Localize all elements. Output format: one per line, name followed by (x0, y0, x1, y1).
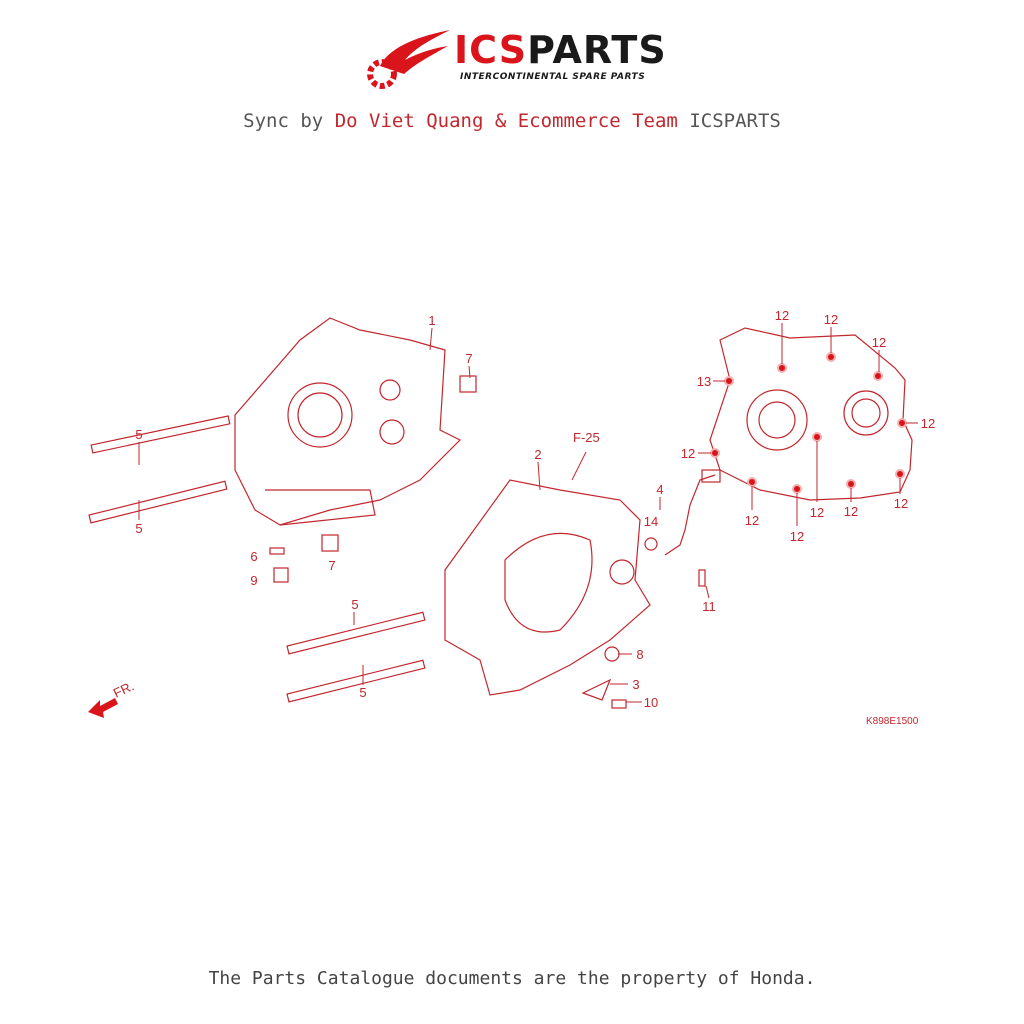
front-direction-arrow-icon (88, 698, 118, 718)
wing-gear-logo-icon (367, 30, 450, 89)
leader-lines (138, 327, 710, 703)
callout-2[interactable]: 2 (534, 447, 541, 462)
callout-3[interactable]: 3 (632, 677, 639, 692)
right-crankcase-part (444, 479, 651, 709)
brand-name: ICSPARTS (454, 30, 667, 70)
brand-tagline: INTERCONTINENTAL SPARE PARTS (460, 72, 646, 82)
left-crankcase-part (234, 317, 462, 526)
callout-9[interactable]: 9 (250, 573, 257, 588)
callout-12[interactable]: 12 (810, 505, 824, 520)
callout-5[interactable]: 5 (135, 521, 142, 536)
stud-bolts-part (88, 415, 426, 703)
sync-suffix: ICSPARTS (689, 110, 781, 132)
sensor-harness-part (269, 375, 721, 587)
callout-12[interactable]: 12 (681, 446, 695, 461)
callout-4[interactable]: 4 (656, 482, 663, 497)
callout-13[interactable]: 13 (697, 374, 711, 389)
callout-7[interactable]: 7 (328, 558, 335, 573)
callout-10[interactable]: 10 (644, 695, 658, 710)
callout-14[interactable]: 14 (644, 514, 658, 529)
direction-label: FR. (111, 678, 136, 700)
sync-credit: Sync by Do Viet Quang & Ecommerce Team I… (0, 110, 1024, 132)
callout-5[interactable]: 5 (135, 427, 142, 442)
callout-12[interactable]: 12 (844, 504, 858, 519)
brand-part-red: ICS (454, 28, 528, 72)
callout-12[interactable]: 12 (921, 416, 935, 431)
gasket-part (709, 327, 913, 501)
sync-author: Do Viet Quang & Ecommerce Team (334, 110, 678, 132)
callout-12[interactable]: 12 (745, 513, 759, 528)
callout-labels: 1 7 5 5 6 9 7 2 4 14 11 5 5 8 3 10 13 12 12 12 12 12 12 12 12 12 1… (135, 308, 935, 710)
bolt-points (698, 323, 918, 526)
sync-prefix: Sync by (243, 110, 324, 132)
diagram-ref-code: K898E1500 (866, 716, 919, 727)
callout-12[interactable]: 12 (872, 335, 886, 350)
callout-1[interactable]: 1 (428, 313, 435, 328)
callout-12[interactable]: 12 (894, 496, 908, 511)
section-ref-link[interactable]: F-25 (573, 430, 600, 445)
callout-5[interactable]: 5 (359, 685, 366, 700)
callout-8[interactable]: 8 (636, 647, 643, 662)
callout-12[interactable]: 12 (824, 312, 838, 327)
callout-12[interactable]: 12 (775, 308, 789, 323)
callout-12[interactable]: 12 (790, 529, 804, 544)
callout-11[interactable]: 11 (702, 599, 716, 614)
callout-7[interactable]: 7 (465, 351, 472, 366)
brand-part-black: PARTS (527, 28, 667, 72)
callout-6[interactable]: 6 (250, 549, 257, 564)
callout-5[interactable]: 5 (351, 597, 358, 612)
footer-notice: The Parts Catalogue documents are the pr… (208, 968, 816, 989)
